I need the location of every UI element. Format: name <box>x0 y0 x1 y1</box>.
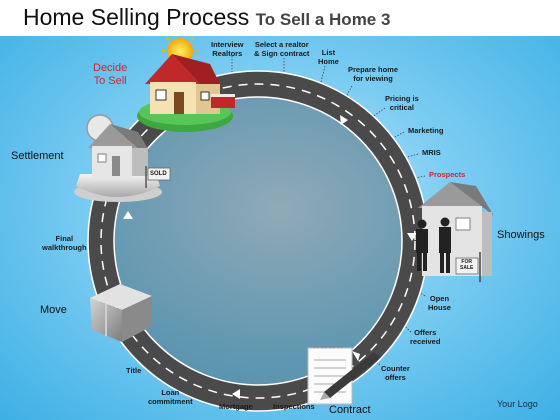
arrow-top-right <box>340 115 348 125</box>
step-marketing: Marketing <box>408 126 444 135</box>
arrow-right <box>407 233 417 241</box>
stage-decide-to-sell: Decide To Sell <box>93 62 128 87</box>
diagram-canvas: Decide To Sell Settlement Showings Move … <box>0 36 560 420</box>
step-counter-offers: Counter offers <box>381 364 410 382</box>
step-pricing: Pricing is critical <box>385 94 419 112</box>
people-icon <box>416 217 451 273</box>
step-mortgage: Mortgage <box>219 402 253 411</box>
arrow-bottom <box>232 389 240 399</box>
moving-box-icon <box>90 284 152 342</box>
house-decide-to-sell <box>137 37 235 132</box>
step-interview-realtors: Interview Realtors <box>211 40 244 58</box>
step-prepare-home: Prepare home for viewing <box>348 65 399 83</box>
step-open-house: Open House <box>428 294 451 312</box>
step-select-realtor: Select a realtor & Sign contract <box>254 40 310 58</box>
page-title: Home Selling Process To Sell a Home 3 <box>23 4 390 31</box>
logo-placeholder: Your Logo <box>497 399 538 409</box>
step-mris: MRIS <box>422 148 441 157</box>
diagram-graphics <box>74 37 494 412</box>
title-main-text: Home Selling Process <box>23 4 250 30</box>
for-sale-sign-text: FOR SALE <box>460 259 474 271</box>
stage-settlement: Settlement <box>11 150 64 162</box>
stage-contract: Contract <box>329 404 371 416</box>
title-bar: Home Selling Process To Sell a Home 3 <box>0 0 560 36</box>
contract-paper-icon <box>307 345 380 405</box>
sold-sign <box>147 167 171 181</box>
stage-move: Move <box>40 304 67 316</box>
title-subtitle: To Sell a Home 3 <box>255 10 391 29</box>
step-loan-commitment: Loan commitment <box>148 388 193 406</box>
sold-sign-text: SOLD <box>150 171 167 177</box>
step-title: Title <box>126 366 142 375</box>
step-list-home: List Home <box>318 48 339 66</box>
direction-arrows <box>123 115 417 399</box>
house-settlement <box>74 114 171 202</box>
arrow-bottom-right <box>352 351 360 361</box>
step-inspections: Inspections <box>273 402 315 411</box>
for-sale-sign <box>455 257 479 275</box>
pen-icon <box>324 352 380 398</box>
step-prospects: Prospects <box>429 170 466 179</box>
house-showings <box>416 182 494 282</box>
arrow-left <box>123 211 133 219</box>
step-offers-received: Offers received <box>410 328 441 346</box>
stage-showings: Showings <box>497 229 545 241</box>
step-final-walkthrough: Final walkthrough <box>42 234 87 252</box>
